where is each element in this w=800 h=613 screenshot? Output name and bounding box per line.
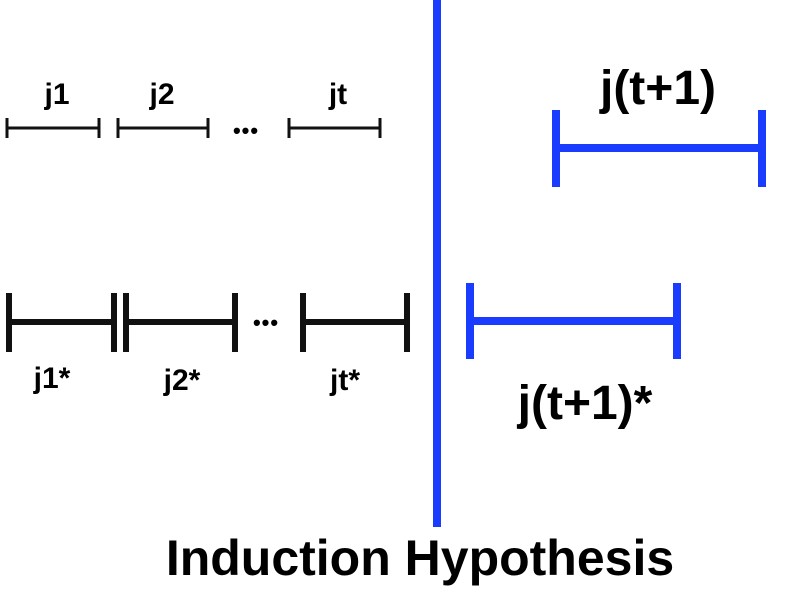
- bottom-row: [6, 293, 410, 352]
- ellipsis-bottom: •••: [253, 310, 279, 335]
- caption: Induction Hypothesis: [166, 530, 674, 586]
- label-j2: j2: [148, 78, 174, 111]
- label-jt-star: jt*: [329, 364, 360, 397]
- blue-interval-top: [552, 110, 766, 187]
- interval-j2-star: [123, 293, 238, 352]
- interval-j1: [5, 118, 101, 138]
- label-jt: jt: [328, 78, 347, 111]
- ellipsis-top: •••: [233, 118, 259, 143]
- interval-j2: [116, 118, 210, 138]
- interval-j1-star: [6, 293, 117, 352]
- blue-interval-bottom: [466, 283, 681, 359]
- top-row: [5, 118, 382, 138]
- interval-jt: [287, 118, 382, 138]
- interval-jt-star: [300, 293, 410, 352]
- label-j-t-plus-1-star: j(t+1)*: [517, 377, 653, 430]
- label-j1-star: j1*: [33, 362, 71, 395]
- label-j1: j1: [43, 78, 69, 111]
- label-j2-star: j2*: [163, 364, 201, 397]
- label-j-t-plus-1: j(t+1): [599, 62, 716, 115]
